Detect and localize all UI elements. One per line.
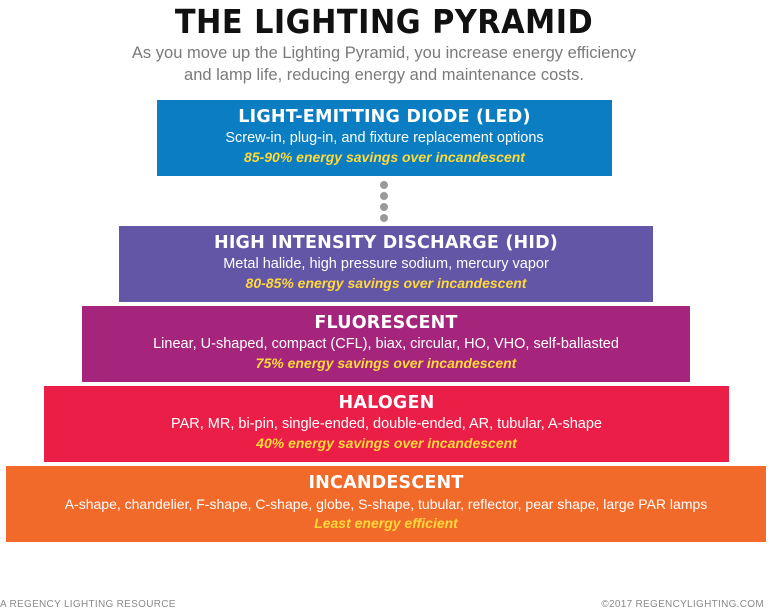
tier-name: HIGH INTENSITY DISCHARGE (HID) xyxy=(213,233,558,253)
tier-incandescent: INCANDESCENT A-shape, chandelier, F-shap… xyxy=(6,466,766,542)
tier-name: LIGHT-EMITTING DIODE (LED) xyxy=(238,107,531,127)
tier-hid: HIGH INTENSITY DISCHARGE (HID) Metal hal… xyxy=(119,226,653,302)
tier-description: PAR, MR, bi-pin, single-ended, double-en… xyxy=(171,416,602,432)
page-title: THE LIGHTING PYRAMID xyxy=(174,2,594,41)
tier-savings: Least energy efficient xyxy=(314,515,458,531)
tier-description: Metal halide, high pressure sodium, merc… xyxy=(223,256,549,272)
tier-description: Linear, U-shaped, compact (CFL), biax, c… xyxy=(153,336,619,352)
tier-savings: 85-90% energy savings over incandescent xyxy=(244,149,525,165)
connector-dots xyxy=(379,181,389,225)
connector-dot xyxy=(380,203,388,211)
tier-name: HALOGEN xyxy=(338,393,435,413)
connector-dot xyxy=(380,192,388,200)
tier-description: A-shape, chandelier, F-shape, C-shape, g… xyxy=(64,496,708,512)
page-subtitle: As you move up the Lighting Pyramid, you… xyxy=(0,42,768,86)
tier-name: INCANDESCENT xyxy=(308,473,464,493)
tier-halogen: HALOGEN PAR, MR, bi-pin, single-ended, d… xyxy=(44,386,729,462)
tier-savings: 40% energy savings over incandescent xyxy=(256,435,517,451)
tier-led: LIGHT-EMITTING DIODE (LED) Screw-in, plu… xyxy=(157,100,612,176)
tier-fluorescent: FLUORESCENT Linear, U-shaped, compact (C… xyxy=(82,306,690,382)
footer-credit: A REGENCY LIGHTING RESOURCE xyxy=(0,599,176,610)
tier-savings: 80-85% energy savings over incandescent xyxy=(245,275,527,291)
tier-description: Screw-in, plug-in, and fixture replaceme… xyxy=(225,130,544,146)
subtitle-line-1: As you move up the Lighting Pyramid, you… xyxy=(131,44,637,62)
connector-dot xyxy=(380,181,388,189)
subtitle-line-2: and lamp life, reducing energy and maint… xyxy=(184,66,584,84)
tier-savings: 75% energy savings over incandescent xyxy=(255,355,517,371)
footer-copyright: ©2017 REGENCYLIGHTING.COM xyxy=(601,599,764,610)
connector-dot xyxy=(380,214,388,222)
tier-name: FLUORESCENT xyxy=(314,313,458,333)
